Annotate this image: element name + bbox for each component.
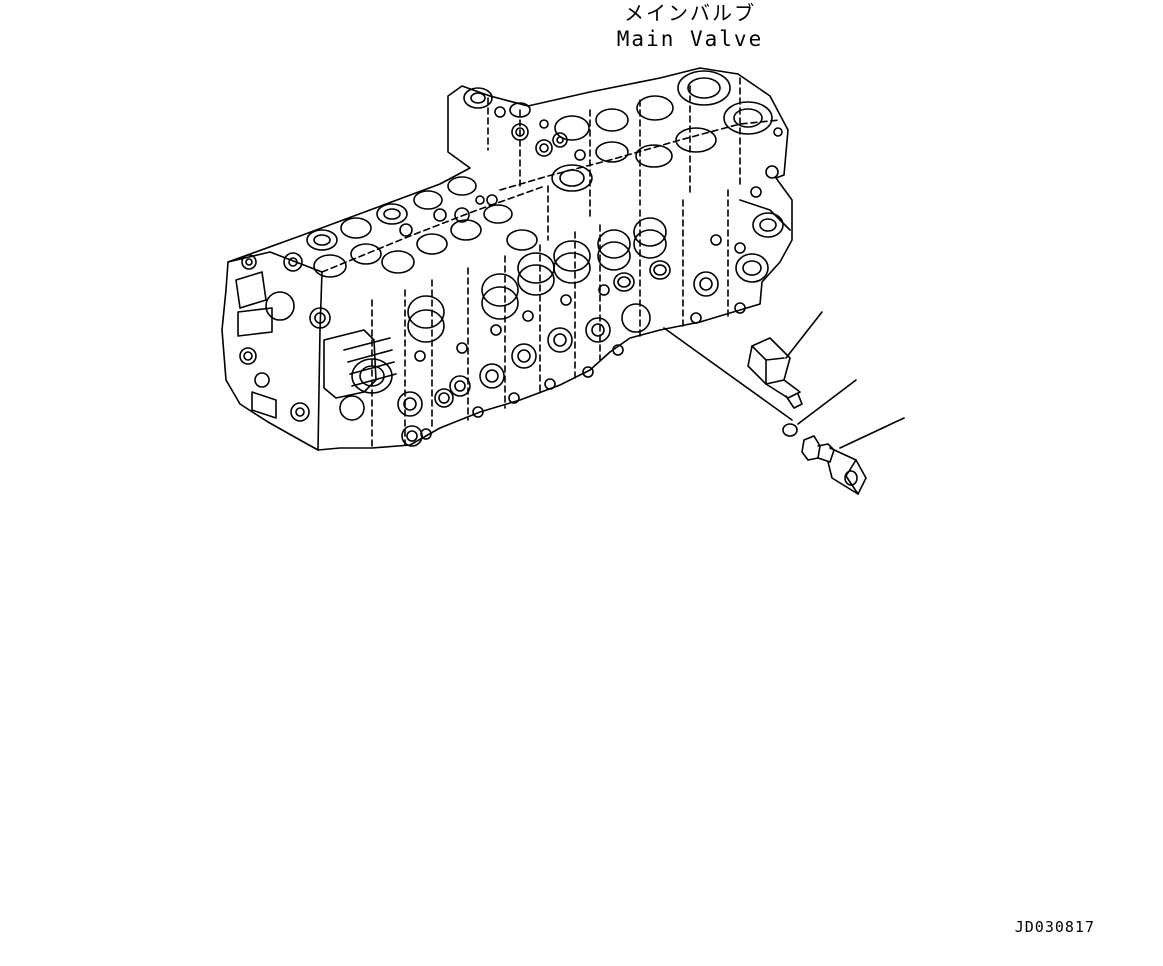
assembly-center-line — [664, 328, 792, 420]
leader-line-adapter — [840, 418, 904, 448]
title-japanese: メインバルブ — [624, 1, 756, 25]
diagram-title: メインバルブ Main Valve — [600, 0, 780, 52]
o-ring-part — [783, 424, 797, 436]
main-valve-body — [222, 68, 792, 450]
drawing-id: JD030817 — [1014, 918, 1095, 936]
adapter-fitting-part — [802, 436, 866, 494]
spool-caps — [324, 218, 670, 398]
leader-line-sensor — [786, 312, 822, 358]
title-english: Main Valve — [616, 27, 764, 51]
exploded-parts — [664, 312, 904, 494]
valve-bolts — [310, 235, 721, 446]
pressure-sensor-part — [748, 338, 802, 408]
leader-line-o-ring — [798, 380, 856, 424]
